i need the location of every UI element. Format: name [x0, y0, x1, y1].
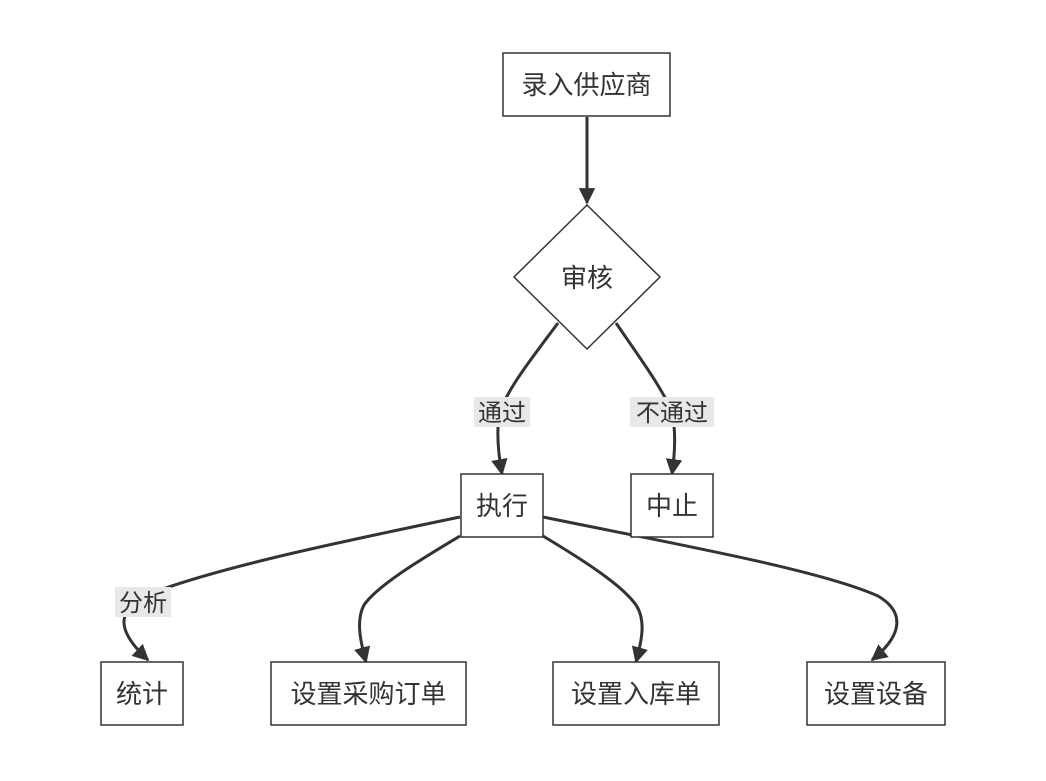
node-halt-text: 中止	[646, 492, 698, 522]
node-halt: 中止	[630, 473, 714, 538]
node-equipment-text: 设置设备	[824, 680, 928, 710]
node-stats: 统计	[100, 661, 184, 726]
node-inbound-order: 设置入库单	[552, 661, 720, 726]
edge-execute-to-equipment	[542, 515, 899, 662]
node-execute-text: 执行	[476, 492, 528, 522]
edge-execute-to-inbound-order	[542, 534, 648, 664]
edge-execute-to-purchase-order	[354, 534, 461, 664]
node-execute: 执行	[460, 473, 544, 538]
node-inbound-order-text: 设置入库单	[571, 680, 701, 710]
node-entry-supplier: 录入供应商	[502, 52, 671, 117]
edge-label-analyze: 分析	[115, 587, 171, 617]
node-entry-supplier-text: 录入供应商	[521, 71, 651, 101]
edge-label-fail-text: 不通过	[636, 399, 708, 427]
node-purchase-order: 设置采购订单	[270, 661, 467, 726]
edge-execute-to-stats	[122, 515, 461, 662]
node-equipment: 设置设备	[806, 661, 946, 726]
node-purchase-order-text: 设置采购订单	[290, 680, 446, 710]
node-review-text: 审核	[561, 264, 613, 294]
edge-label-fail: 不通过	[630, 397, 714, 427]
edge-label-analyze-text: 分析	[119, 589, 167, 617]
edge-label-pass: 通过	[474, 397, 530, 427]
node-review-decision: 审核	[512, 203, 662, 351]
edge-label-pass-text: 通过	[478, 399, 526, 427]
node-stats-text: 统计	[116, 680, 168, 710]
